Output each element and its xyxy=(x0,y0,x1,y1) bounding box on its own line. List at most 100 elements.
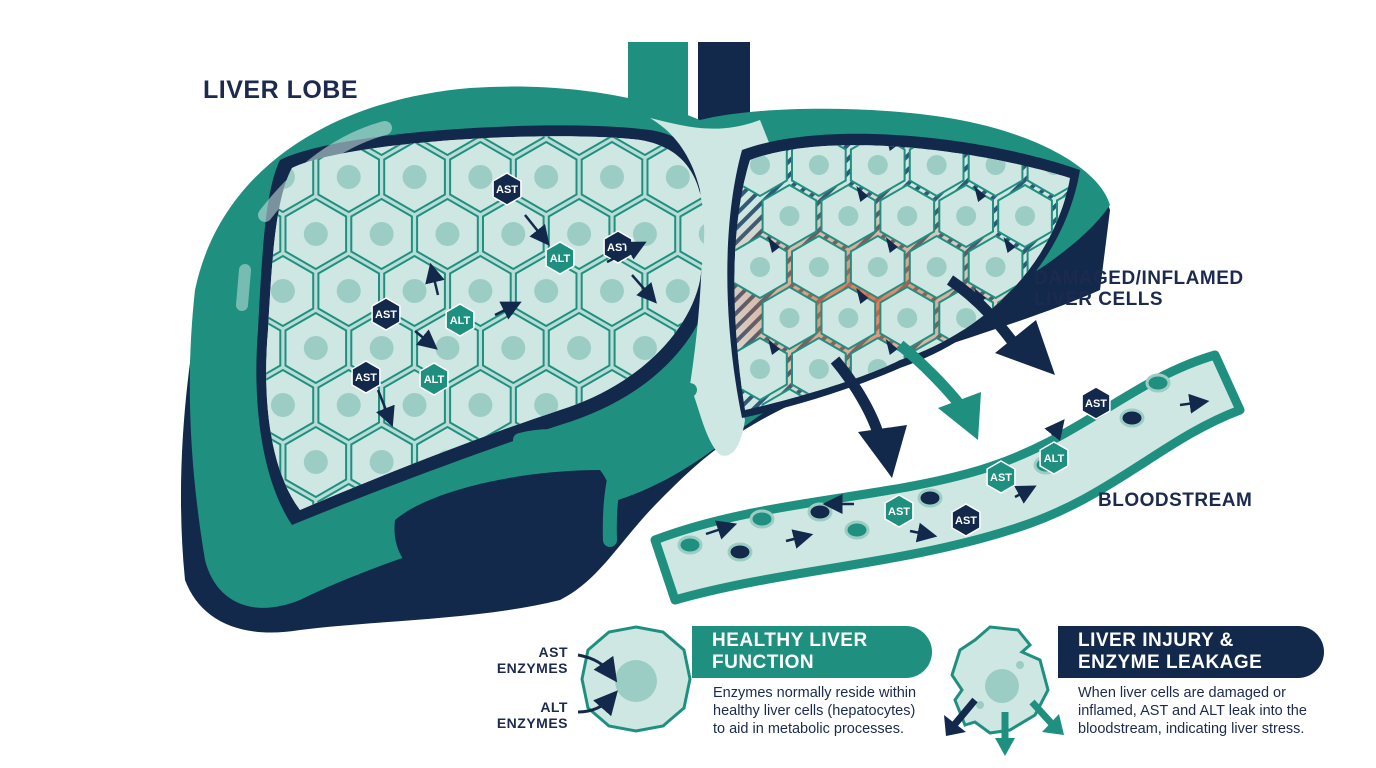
flow-arrow xyxy=(1044,419,1065,442)
hepatocyte-cell xyxy=(580,254,644,328)
damaged-cell xyxy=(938,183,994,249)
alt-enzymes-line2: ENZYMES xyxy=(496,714,568,731)
leak-arrow-1 xyxy=(830,356,907,478)
ast-pointer-arrow xyxy=(577,653,618,683)
leakage-arrows xyxy=(830,275,1055,478)
svg-text:AST: AST xyxy=(1085,398,1107,410)
enzyme-badge: AST xyxy=(986,460,1016,494)
injury-desc-line3: bloodstream, indicating liver stress. xyxy=(1078,721,1305,737)
damaged-cell xyxy=(849,234,906,300)
damaged-cell xyxy=(879,183,936,249)
damaged-cell xyxy=(849,145,906,198)
flow-arrow xyxy=(1014,485,1037,504)
damaged-cell xyxy=(997,183,1053,249)
flow-arrow xyxy=(631,274,657,304)
svg-text:AST: AST xyxy=(607,242,629,254)
hepatocyte-cell xyxy=(580,140,644,214)
enzyme-badge: AST xyxy=(951,503,981,537)
healthy-desc-line1: Enzymes normally reside within xyxy=(713,685,917,701)
ast-enzymes-line1: AST xyxy=(538,644,568,660)
hepatocyte-cell xyxy=(266,311,282,385)
damaged-cell xyxy=(820,285,877,351)
alt-enzymes-label: ALT ENZYMES xyxy=(496,699,568,731)
svg-text:AST: AST xyxy=(990,472,1012,484)
healthy-title-line1: HEALTHY LIVER xyxy=(712,630,868,651)
damaged-cell xyxy=(734,234,788,300)
damaged-cell xyxy=(761,285,818,351)
flow-arrow xyxy=(705,520,738,540)
hepatocyte-cell xyxy=(284,197,348,271)
hepatocyte-cell xyxy=(266,425,282,499)
flow-arrow xyxy=(414,329,438,350)
enzyme-badge: AST xyxy=(603,230,633,264)
hepatocyte-cell xyxy=(383,140,446,214)
ast-enzymes-label: AST ENZYMES xyxy=(496,644,568,676)
injury-title-line2: ENZYME LEAKAGE xyxy=(1078,652,1263,673)
injury-leakage-description: When liver cells are damaged or inflamed… xyxy=(1078,684,1338,738)
svg-text:ALT: ALT xyxy=(424,374,445,386)
injury-desc-line2: inflamed, AST and ALT leak into the xyxy=(1078,703,1307,719)
enzyme-badge: AST xyxy=(1081,386,1111,420)
blood-cell xyxy=(807,502,833,522)
damaged-cell xyxy=(967,234,1024,300)
hepatocyte-cell xyxy=(514,140,578,214)
damaged-label-line1: DAMAGED/INFLAMED xyxy=(1034,268,1244,289)
flow-arrow xyxy=(494,301,522,320)
svg-text:ALT: ALT xyxy=(550,253,571,265)
leak-icon-arrows xyxy=(944,697,1064,756)
injury-leakage-banner: LIVER INJURY & ENZYME LEAKAGE xyxy=(1058,626,1324,678)
blood-cell xyxy=(749,509,775,529)
flow-arrow xyxy=(1179,393,1210,414)
svg-text:AST: AST xyxy=(888,506,910,518)
flow-arrow xyxy=(524,214,550,246)
damaged-label-line2: LIVER CELLS xyxy=(1034,289,1164,311)
blood-cell xyxy=(727,542,753,562)
leak-arrow-3 xyxy=(946,275,1055,375)
enzyme-badge: ALT xyxy=(545,241,575,275)
damaged-cell xyxy=(791,234,847,300)
enzyme-badge: AST xyxy=(371,297,401,331)
healthy-function-banner: HEALTHY LIVER FUNCTION xyxy=(692,626,932,678)
enzyme-badge: ALT xyxy=(419,362,449,396)
healthy-function-description: Enzymes normally reside within healthy l… xyxy=(713,684,943,738)
alt-enzymes-line1: ALT xyxy=(540,699,568,715)
svg-text:AST: AST xyxy=(355,372,377,384)
flow-arrows xyxy=(376,214,1210,549)
hepatocyte-cell xyxy=(482,311,545,385)
hepatocyte-cell xyxy=(449,368,512,442)
hepatocyte-cell xyxy=(547,136,611,157)
blood-cell xyxy=(844,520,870,540)
vein-branch xyxy=(513,383,697,547)
blood-cell xyxy=(677,535,703,555)
hepatocyte-cell xyxy=(284,311,348,385)
enzyme-badge: ALT xyxy=(445,303,475,337)
damaged-cell xyxy=(761,183,818,249)
svg-text:AST: AST xyxy=(375,309,397,321)
hepatocyte-cell xyxy=(416,197,479,271)
ast-enzymes-line2: ENZYMES xyxy=(496,659,568,676)
damaged-cell xyxy=(791,336,847,402)
alt-pointer-arrow xyxy=(577,690,618,717)
svg-text:AST: AST xyxy=(496,184,518,196)
healthy-desc-line3: to aid in metabolic processes. xyxy=(713,721,905,737)
hepatocyte-cell xyxy=(746,427,807,497)
healthy-cell-icon xyxy=(580,625,692,733)
hepatocyte-cell xyxy=(547,311,611,385)
flow-arrow xyxy=(606,241,647,264)
svg-text:ALT: ALT xyxy=(1044,453,1065,465)
bloodstream-label: BLOODSTREAM xyxy=(1098,490,1253,511)
damaged-cell xyxy=(820,183,877,249)
hepatocyte-cell xyxy=(266,197,282,271)
svg-text:AST: AST xyxy=(955,515,977,527)
blood-cell xyxy=(917,488,943,508)
blood-cell xyxy=(1145,373,1171,393)
flow-arrow xyxy=(909,522,938,543)
hepatocyte-cell xyxy=(482,197,545,271)
injury-title-line1: LIVER INJURY & xyxy=(1078,630,1234,651)
hepatocyte-cell xyxy=(317,140,380,214)
leak-arrow-2 xyxy=(896,340,981,440)
flow-arrow xyxy=(425,262,445,296)
flow-arrow xyxy=(376,389,395,427)
liver-lobe-label: LIVER LOBE xyxy=(203,76,359,104)
